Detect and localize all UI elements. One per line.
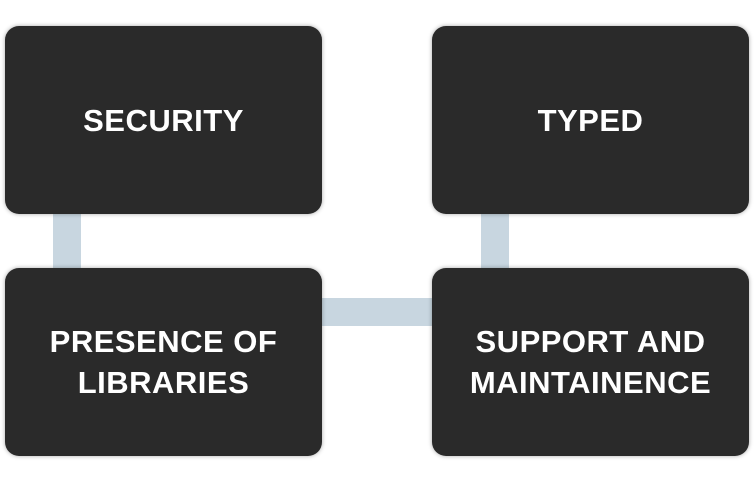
connector-libraries-support	[318, 298, 436, 326]
node-security-label: SECURITY	[83, 102, 244, 138]
node-libraries-label: PRESENCE OF LIBRARIES	[49, 324, 278, 400]
node-typed: TYPED	[432, 26, 749, 214]
node-support-label: SUPPORT AND MAINTAINENCE	[469, 324, 712, 400]
node-libraries: PRESENCE OF LIBRARIES	[5, 268, 322, 456]
node-typed-label: TYPED	[537, 102, 644, 138]
node-support: SUPPORT AND MAINTAINENCE	[432, 268, 749, 456]
connector-security-libraries	[53, 212, 81, 270]
node-security: SECURITY	[5, 26, 322, 214]
connector-typed-support	[481, 212, 509, 270]
